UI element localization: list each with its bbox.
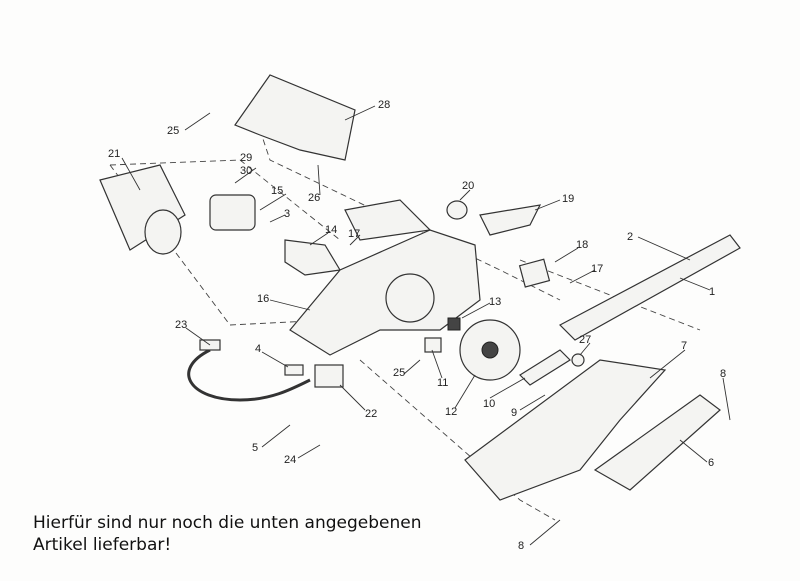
availability-note: Hierfür sind nur noch die unten angegebe… (33, 512, 421, 556)
part-label: 8 (518, 540, 524, 552)
part-label: 5 (252, 442, 258, 454)
part-label: 29 (240, 152, 252, 164)
assembly-line (519, 259, 701, 331)
power-cord-part-23 (187, 348, 311, 402)
part-label: 16 (257, 293, 269, 305)
part-label: 10 (483, 398, 495, 410)
part-label: 17 (348, 228, 360, 240)
part-label: 14 (325, 224, 337, 236)
part-label: 11 (437, 377, 448, 389)
part-label: 21 (108, 148, 120, 160)
part-label: 27 (579, 334, 591, 346)
fan-cover (144, 209, 182, 255)
part-label: 22 (365, 408, 377, 420)
bearing-part-13 (447, 317, 461, 331)
part-label: 24 (284, 454, 296, 466)
part-label: 12 (445, 406, 457, 418)
part-label: 30 (240, 165, 252, 177)
part-label: 9 (511, 407, 517, 419)
part-label: 17 (591, 263, 603, 275)
part-label: 25 (393, 367, 405, 379)
cap-part-20 (446, 200, 468, 220)
assembly-line (109, 164, 331, 326)
part-label: 4 (255, 343, 261, 355)
hand-guard-part-28 (234, 74, 356, 161)
washer-part-27 (571, 353, 585, 367)
main-body-part-16 (289, 229, 481, 356)
part-label: 3 (284, 208, 290, 220)
motor-housing-part-21 (99, 164, 186, 251)
assembly-line (359, 359, 556, 521)
assembly-line (109, 159, 341, 241)
part-label: 6 (708, 457, 714, 469)
part-label: 1 (709, 286, 715, 298)
switch-part-22 (314, 364, 344, 388)
cover-part-7 (464, 359, 667, 501)
part-label: 20 (462, 180, 474, 192)
plate-part-10 (519, 349, 571, 386)
part-label: 2 (627, 231, 633, 243)
brake-lever-part-19 (479, 204, 542, 236)
capacitor-part-4 (284, 364, 304, 376)
part-label: 28 (378, 99, 390, 111)
part-label: 19 (562, 193, 574, 205)
part-label: 18 (576, 239, 588, 251)
part-label: 26 (308, 192, 320, 204)
caption-line-2: Artikel lieferbar! (33, 535, 172, 555)
chain-tensioner-part-18 (518, 258, 551, 288)
armature-part-14 (284, 239, 341, 276)
caption-line-1: Hierfür sind nur noch die unten angegebe… (33, 513, 422, 533)
part-label: 7 (681, 340, 687, 352)
part-label: 23 (175, 319, 187, 331)
gear-housing (385, 273, 435, 323)
sprocket-part-11 (424, 337, 442, 353)
wheel-hub (481, 341, 499, 359)
part-label: 8 (720, 368, 726, 380)
part-label: 15 (271, 185, 283, 197)
guide-bar-part-2 (559, 234, 741, 341)
part-label: 25 (167, 125, 179, 137)
part-label: 13 (489, 296, 501, 308)
leader-lines (121, 105, 731, 546)
handle-grip (344, 199, 432, 241)
stator-part-15 (209, 194, 256, 231)
chain-cover-part-6 (593, 394, 721, 491)
